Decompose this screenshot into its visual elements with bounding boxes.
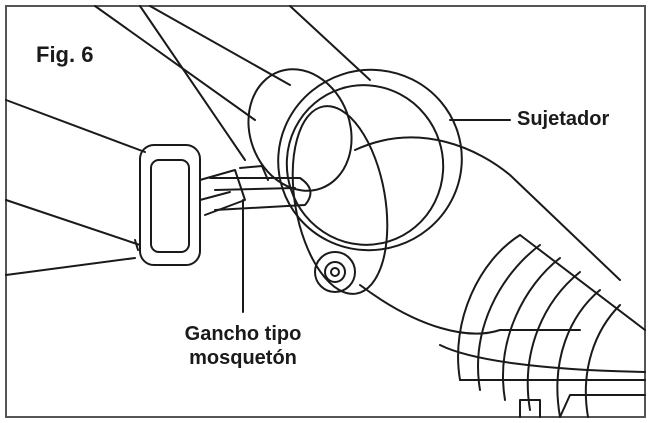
handle-tube [354,136,646,418]
figure-label: Fig. 6 [36,42,94,67]
sujetador-label: Sujetador [517,108,610,130]
figure-frame [5,5,646,418]
strap-buckle [139,144,246,266]
upper-tube [94,5,371,161]
leader-lines [242,119,511,313]
gancho-label: Gancho tipo mosquetón [184,323,302,369]
strap [5,99,146,276]
